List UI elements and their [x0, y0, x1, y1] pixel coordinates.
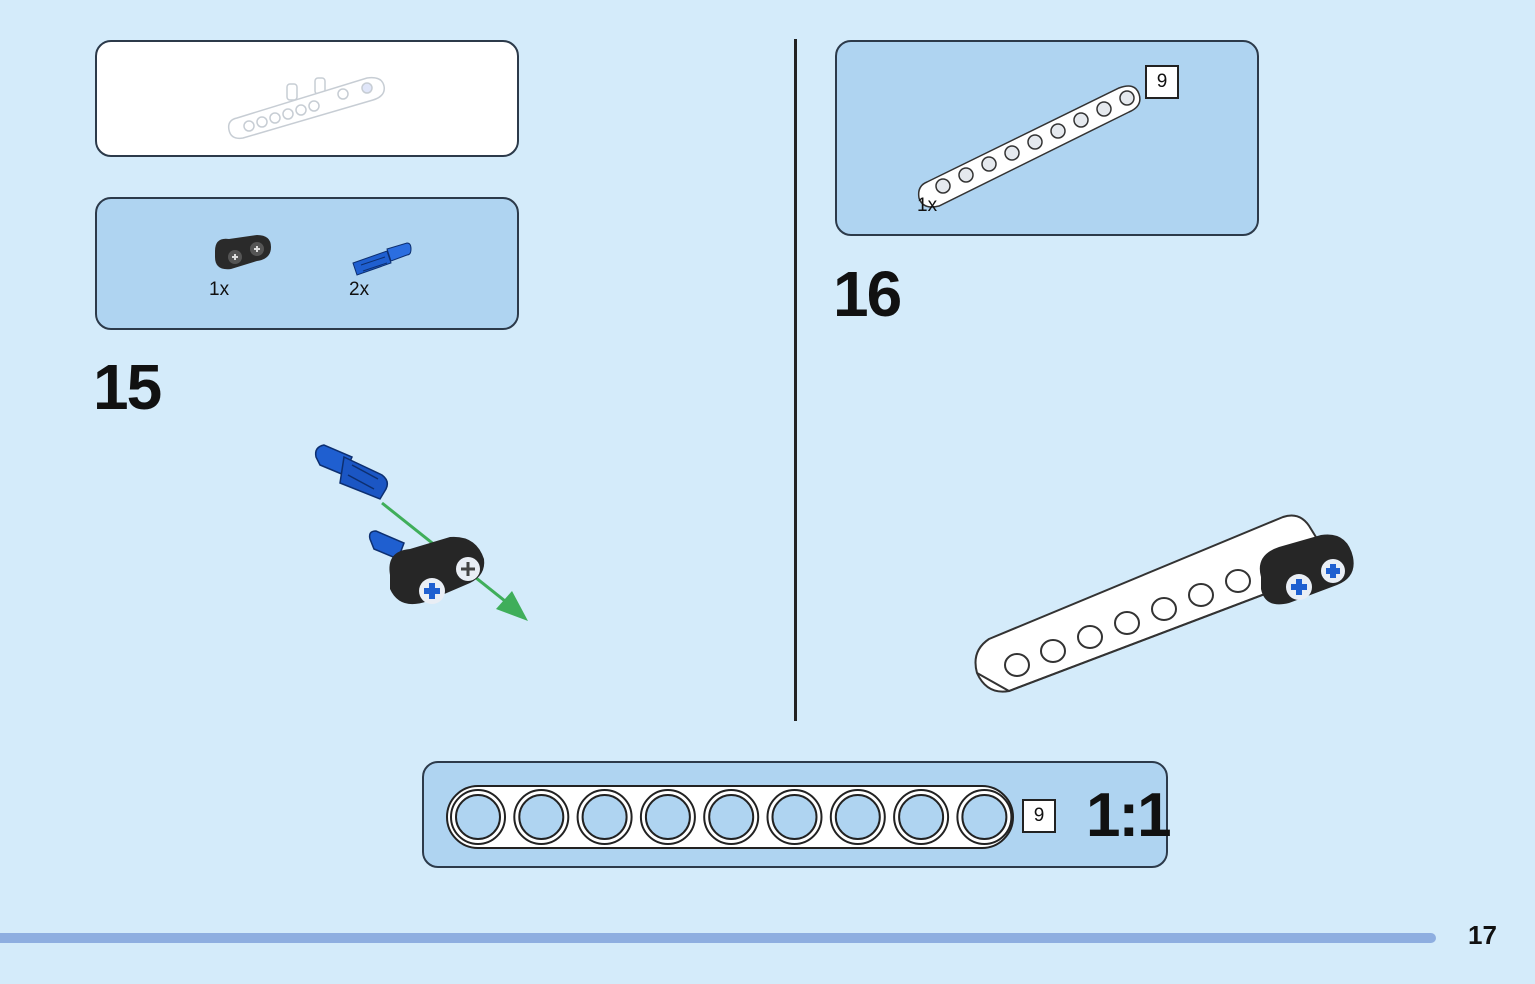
subassembly-preview-panel: [95, 40, 519, 157]
black-connector-icon: [215, 235, 271, 270]
white-beam-9-icon: [917, 85, 1141, 208]
beam-length-badge: 9: [1145, 65, 1179, 99]
scale-hole: [518, 794, 565, 840]
step-16-parts-panel: 9 1x: [835, 40, 1259, 236]
step-16-assembly-image: [974, 514, 1354, 693]
page-progress-bar: [0, 933, 1436, 943]
scale-hole: [834, 794, 881, 840]
page-number: 17: [1468, 920, 1497, 950]
scale-hole: [644, 794, 691, 840]
black-connector-assembly: [368, 530, 485, 605]
beam-scale-outline: [446, 785, 1014, 849]
scale-length-badge: 9: [1022, 799, 1056, 833]
scale-hole: [581, 794, 628, 840]
subassembly-preview-image: [227, 76, 386, 140]
scale-hole: [771, 794, 818, 840]
step-15-assembly-image: [314, 444, 528, 621]
scale-ratio-label: 1:1: [1086, 781, 1172, 850]
step-16-number: 16: [833, 258, 902, 330]
step-divider: [794, 39, 797, 721]
scale-hole: [961, 794, 1008, 840]
scale-hole: [898, 794, 945, 840]
scale-hole: [708, 794, 755, 840]
step-15-number: 15: [93, 351, 162, 423]
part-qty-connector: 1x: [209, 279, 230, 300]
step-15-parts-panel: 1x 2x: [95, 197, 519, 330]
exploded-axle-pin: [314, 444, 389, 500]
part-qty-beam: 1x: [917, 195, 938, 216]
scale-reference-panel: 9 1:1: [422, 761, 1172, 868]
scale-hole: [455, 794, 501, 840]
blue-axle-pin-icon: [352, 242, 412, 276]
part-qty-axle-pin: 2x: [349, 279, 370, 300]
connector-on-beam: [1259, 534, 1354, 605]
